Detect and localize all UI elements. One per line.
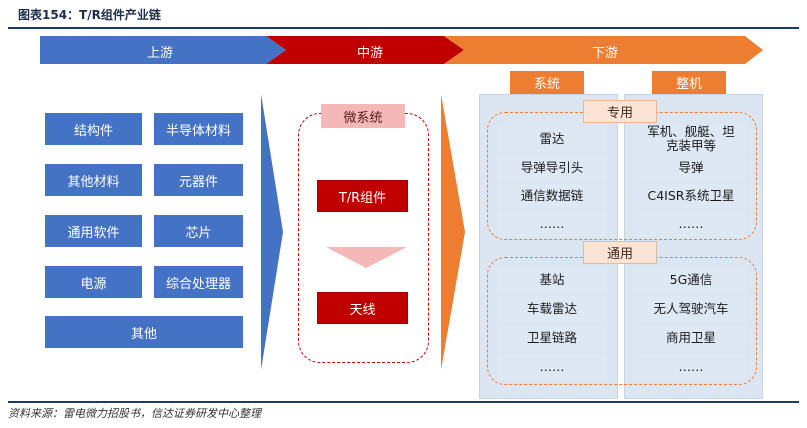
machine-special-item: C4ISR系统卫星 xyxy=(636,183,746,209)
machine-special-item: 军机、舰艇、坦克装甲等 xyxy=(636,124,746,154)
machine-general-item: 5G通信 xyxy=(636,267,746,293)
antenna-box: 天线 xyxy=(317,292,408,324)
special-use-tag: 专用 xyxy=(583,100,657,123)
system-general-item: …… xyxy=(498,354,606,380)
machine-special-item: …… xyxy=(636,211,746,237)
system-tag: 系统 xyxy=(510,71,584,94)
flow-down-triangle xyxy=(326,247,407,268)
system-general-item: 卫星链路 xyxy=(498,325,606,351)
general-use-tag: 通用 xyxy=(583,241,657,264)
machine-general-item: …… xyxy=(636,354,746,380)
system-special-item: 导弹导引头 xyxy=(498,155,606,181)
upstream-item: 综合处理器 xyxy=(154,266,243,298)
downstream-arrow xyxy=(444,36,763,64)
system-general-item: 车载雷达 xyxy=(498,296,606,322)
upstream-item: 元器件 xyxy=(154,164,243,196)
upstream-item: 其他 xyxy=(45,316,243,348)
system-general-item: 基站 xyxy=(498,267,606,293)
upstream-item: 其他材料 xyxy=(45,164,142,196)
upstream-chevron xyxy=(261,94,283,370)
title-rule xyxy=(8,27,799,29)
stage-upstream-label: 上游 xyxy=(146,46,173,61)
upstream-item: 半导体材料 xyxy=(154,113,243,145)
stage-downstream-label: 下游 xyxy=(591,46,618,61)
midstream-chevron xyxy=(441,94,465,370)
machine-general-item: 商用卫星 xyxy=(636,325,746,351)
microsystem-header: 微系统 xyxy=(321,104,405,128)
source-note: 资料来源：雷电微力招股书，信达证券研发中心整理 xyxy=(8,407,261,420)
machine-general-item: 无人驾驶汽车 xyxy=(636,296,746,322)
midstream-arrow xyxy=(266,36,464,64)
machine-tag: 整机 xyxy=(652,71,726,94)
tr-component-box: T/R组件 xyxy=(317,180,408,212)
system-special-item: 通信数据链 xyxy=(498,183,606,209)
figure-title: 图表154：T/R组件产业链 xyxy=(18,8,161,22)
upstream-item: 芯片 xyxy=(154,215,243,247)
upstream-item: 结构件 xyxy=(45,113,142,145)
microsystem-outline xyxy=(298,113,429,363)
system-special-item: 雷达 xyxy=(498,126,606,152)
system-special-item: …… xyxy=(498,211,606,237)
upstream-arrow xyxy=(40,36,286,64)
stage-midstream-label: 中游 xyxy=(356,46,383,61)
upstream-item: 通用软件 xyxy=(45,215,142,247)
upstream-item: 电源 xyxy=(45,266,142,298)
footer-rule xyxy=(8,401,799,403)
machine-special-item: 导弹 xyxy=(636,155,746,181)
